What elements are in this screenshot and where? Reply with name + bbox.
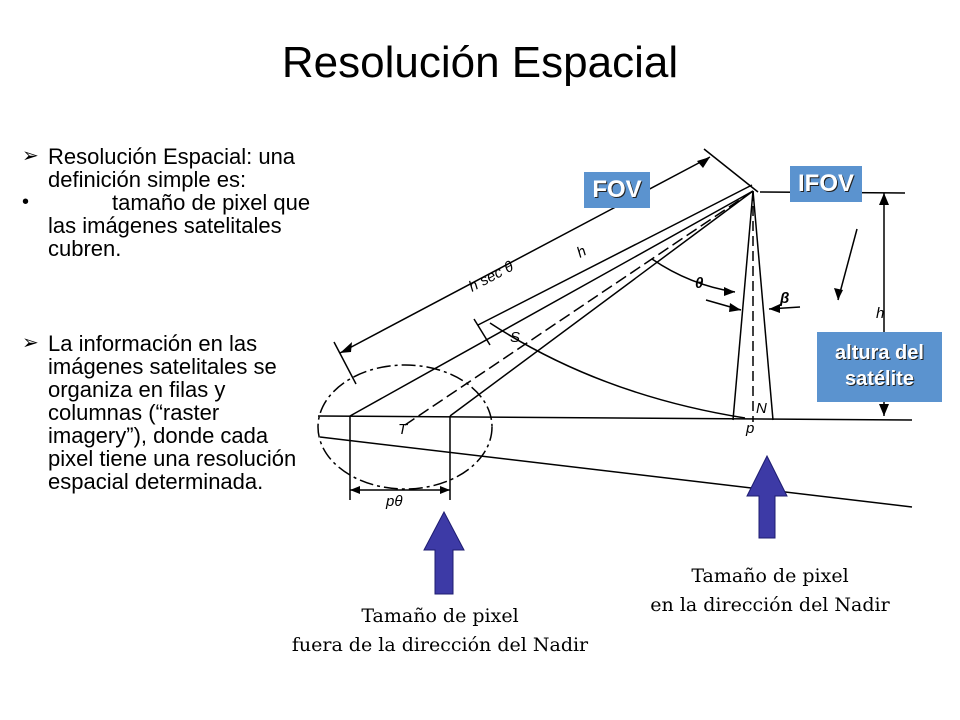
oblique-ground-line bbox=[319, 436, 913, 508]
off-nadir-pixel-caption: Tamaño de pixel fuera de la dirección de… bbox=[250, 602, 630, 660]
ifov-pointer bbox=[837, 228, 858, 301]
nadir-cone-left bbox=[732, 190, 754, 421]
dot-bullet-icon: • bbox=[22, 191, 30, 213]
bullet-item-definition: ➢ Resolución Espacial: una definición si… bbox=[22, 145, 312, 191]
slide-title: Resolución Espacial bbox=[281, 38, 679, 87]
off-nadir-pixel-arrow-icon bbox=[423, 510, 465, 595]
label-t: T bbox=[398, 421, 409, 438]
fov-label: FOV bbox=[584, 172, 650, 208]
h-dimension-line bbox=[477, 184, 753, 326]
bullet-text: La información en las imágenes satelital… bbox=[48, 331, 297, 494]
label-theta: θ bbox=[695, 275, 704, 292]
arrow-bullet-icon: ➢ bbox=[22, 332, 39, 354]
label-beta: β bbox=[779, 290, 789, 307]
label-h-vertical: h bbox=[876, 305, 884, 322]
label-n: N bbox=[756, 400, 767, 417]
caption-line: Tamaño de pixel bbox=[691, 565, 849, 587]
label-s: S bbox=[510, 329, 520, 346]
beam-ray-near bbox=[349, 190, 754, 417]
theta-arc bbox=[651, 258, 736, 293]
bullet-text: tamaño de pixel que las imágenes satelit… bbox=[48, 190, 311, 261]
bullet-item-pixel-size: • tamaño de pixel que las imágenes satel… bbox=[22, 191, 312, 260]
h-sec-dimension-line bbox=[339, 156, 711, 354]
label-h-diagonal: h bbox=[574, 243, 589, 262]
bullet-text: Resolución Espacial: una definición simp… bbox=[48, 144, 296, 192]
label-p: p bbox=[745, 420, 754, 437]
caption-line: fuera de la dirección del Nadir bbox=[291, 634, 589, 656]
ground-line bbox=[317, 415, 913, 421]
bullet-list: ➢ Resolución Espacial: una definición si… bbox=[22, 145, 312, 493]
nadir-pixel-arrow-icon bbox=[746, 454, 788, 539]
label-p-theta: pθ bbox=[385, 493, 402, 510]
satellite-altitude-label: altura del satélite bbox=[817, 332, 942, 402]
nadir-pixel-caption: Tamaño de pixel en la dirección del Nadi… bbox=[580, 562, 960, 620]
bullet-item-raster: ➢ La información en las imágenes satelit… bbox=[22, 332, 312, 493]
off-nadir-footprint bbox=[317, 364, 493, 490]
arrow-bullet-icon: ➢ bbox=[22, 145, 39, 167]
beam-ray-far bbox=[449, 190, 754, 417]
beam-center-ray bbox=[404, 190, 754, 426]
nadir-cone-right bbox=[752, 190, 774, 421]
ifov-label: IFOV bbox=[790, 166, 862, 202]
arc-s bbox=[489, 322, 746, 419]
caption-line: Tamaño de pixel bbox=[361, 605, 519, 627]
caption-line: en la dirección del Nadir bbox=[650, 594, 890, 616]
label-h-sec: h sec θ bbox=[466, 258, 517, 296]
